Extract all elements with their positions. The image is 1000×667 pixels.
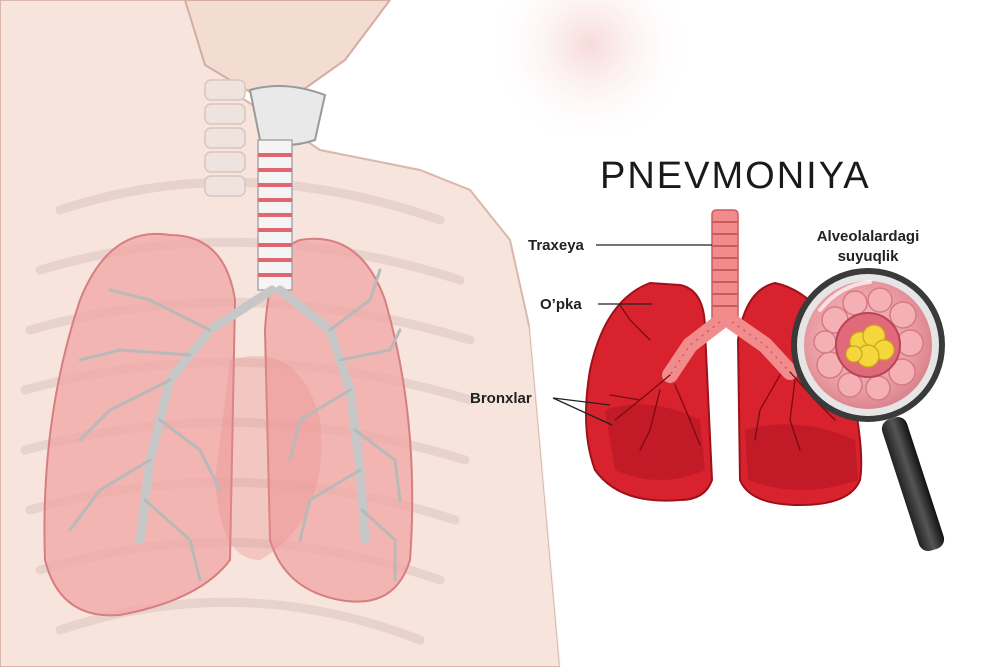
label-leaders bbox=[552, 244, 712, 426]
lens-highlight bbox=[818, 280, 872, 312]
torso-right-lung bbox=[43, 232, 237, 617]
label-alveoli-fluid-line1: Alveolalardagi bbox=[817, 228, 920, 245]
spine bbox=[204, 79, 246, 197]
alveolar-fluid bbox=[845, 324, 895, 368]
magnifier-handle bbox=[881, 416, 945, 552]
lung-left-shade bbox=[745, 424, 858, 490]
background-glow bbox=[485, 0, 695, 150]
lung-right-shade bbox=[605, 404, 705, 480]
diagram-bronchioles bbox=[609, 304, 836, 451]
diagram-bronchi-rings bbox=[669, 321, 791, 376]
label-trachea: Traxeya bbox=[528, 237, 585, 254]
heart-shadow bbox=[215, 356, 322, 560]
torso-trachea bbox=[257, 139, 293, 291]
diagram-title: PNEVMONIYA bbox=[600, 155, 871, 197]
label-bronchi: Bronxlar bbox=[470, 390, 532, 407]
diagram-trachea bbox=[711, 209, 739, 326]
label-lung: O’pka bbox=[540, 296, 582, 313]
alveoli-cluster bbox=[813, 287, 924, 401]
lungs-diagram bbox=[585, 209, 863, 507]
torso-illustration bbox=[0, 0, 562, 667]
torso-bronchioles bbox=[68, 268, 402, 582]
label-alveoli-fluid-line2: suyuqlik bbox=[838, 248, 900, 265]
torso-left-lung bbox=[263, 237, 414, 603]
magnifying-glass-icon bbox=[791, 268, 945, 552]
larynx bbox=[248, 85, 327, 146]
